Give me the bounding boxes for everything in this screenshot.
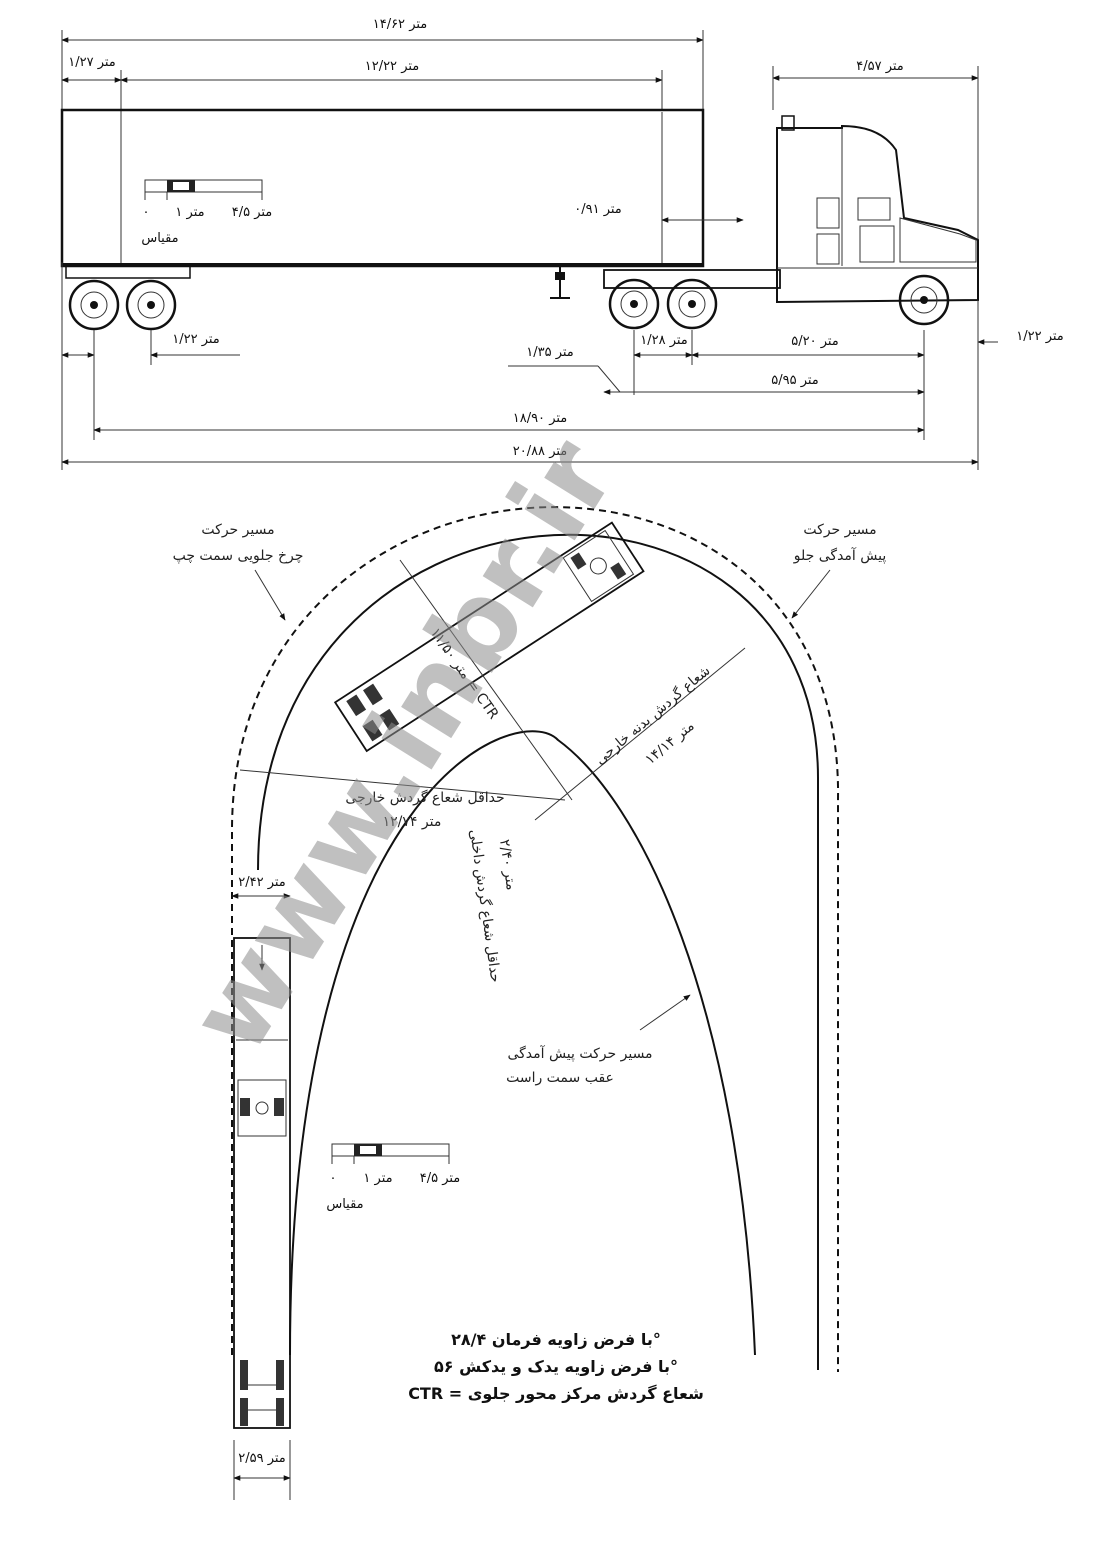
- dimension-rear-overhang: ۱/۲۲ متر: [61, 330, 240, 365]
- dimension-front-overhang: ۱/۲۷ متر: [61, 55, 122, 83]
- dimension-width-bottom: ۲/۵۹ متر: [233, 1440, 291, 1500]
- front-overhang-path-label-2: پیش آمدگی جلو: [793, 547, 887, 564]
- notes: با فرض زاویه فرمان ۲۸/۴° با فرض زاویه ید…: [408, 1330, 704, 1403]
- drive-wheel: [666, 278, 718, 330]
- dimension-label: ۱/۲۲ متر: [172, 332, 220, 347]
- tractor-cab: [776, 115, 979, 304]
- dimension-label: ۵/۲۰ متر: [791, 334, 839, 349]
- dimension-label: ۴/۵۷ متر: [856, 59, 904, 74]
- min-outer-radius-label-1: حداقل شعاع گردش خارجی: [345, 789, 504, 806]
- dimension-king-pin-gap: ۰/۹۱ متر: [574, 202, 744, 223]
- left-front-wheel-path: [257, 533, 820, 1370]
- scale-title: مقیاس: [326, 1197, 363, 1212]
- dimension-label: ۱/۲۸ متر: [640, 333, 688, 348]
- rear-overhang-path-label-2: عقب سمت راست: [506, 1070, 614, 1086]
- scale-bar-plan: ۰ ۱ متر ۴/۵ متر مقیاس: [326, 1143, 461, 1212]
- left-front-path-label-1: مسیر حرکت: [201, 522, 274, 538]
- min-inner-radius-label-2: ۲/۴۰ متر: [496, 838, 519, 891]
- dimension-label: ۱/۲۷ متر: [68, 55, 116, 70]
- dimension-label: ۱۲/۲۲ متر: [365, 59, 420, 74]
- scale-label-0: ۰: [143, 205, 150, 220]
- dimension-label: ۵/۹۵ متر: [771, 373, 819, 388]
- body-radius-line: [534, 647, 746, 821]
- outer-radius-line: [239, 769, 566, 801]
- note-articulation-angle: با فرض زاویه یدک و یدکش ۵۶°: [434, 1357, 678, 1376]
- dimension-total-wheelbase: ۱۸/۹۰ متر: [93, 330, 925, 440]
- scale-label-2: ۴/۵ متر: [420, 1171, 461, 1186]
- left-front-path-label-2: چرخ جلویی سمت چپ: [173, 548, 304, 564]
- dimension-tandem-spread: ۱/۳۵ متر: [508, 345, 621, 393]
- dimension-label: ۲/۵۹ متر: [238, 1451, 286, 1466]
- dimension-width-top: ۲/۴۲ متر: [231, 875, 291, 899]
- rear-overhang-path: [289, 730, 756, 1356]
- min-outer-radius-label-2: ۱۲/۷۴ متر: [383, 814, 442, 830]
- dimension-rear-front-overhang: ۱/۲۲ متر: [977, 329, 1064, 345]
- ctr-radius-line: [399, 559, 573, 801]
- scale-label-1: ۱ متر: [363, 1171, 392, 1186]
- wheels: [68, 274, 950, 331]
- watermark-text: www.inbr.ir: [166, 419, 640, 1074]
- trailer-wheel: [68, 279, 120, 331]
- rear-overhang-path-label-1: مسیر حرکت پیش آمدگی: [507, 1045, 652, 1062]
- front-overhang-path-label-1: مسیر حرکت: [803, 522, 876, 538]
- steer-wheel: [898, 274, 950, 326]
- dimension-trailer-box: ۱۲/۲۲ متر: [120, 59, 663, 260]
- dimension-trailer-overall: ۱۴/۶۲ متر: [61, 17, 704, 110]
- scale-bar-side: ۰ ۱ متر ۴/۵ متر مقیاس: [141, 179, 273, 246]
- dimension-overall-length: ۲۰/۸۸ متر: [61, 262, 979, 470]
- trailer-wheel: [125, 279, 177, 331]
- dimension-cab-length: ۴/۵۷ متر: [772, 59, 979, 240]
- vehicle-turned: [333, 521, 645, 753]
- trailer-box: [60, 108, 705, 268]
- scale-label-0: ۰: [330, 1171, 337, 1186]
- dimension-label: ۱/۳۵ متر: [526, 345, 574, 360]
- scale-title: مقیاس: [141, 231, 178, 246]
- dimension-label: ۱/۲۲ متر: [1016, 329, 1064, 344]
- note-steering-angle: با فرض زاویه فرمان ۲۸/۴°: [451, 1330, 661, 1349]
- scale-label-2: ۴/۵ متر: [232, 205, 273, 220]
- dimension-label: ۰/۹۱ متر: [574, 202, 622, 217]
- scale-label-1: ۱ متر: [175, 205, 204, 220]
- dimension-label: ۱۸/۹۰ متر: [513, 411, 568, 426]
- dimension-drive-axle-spread: ۱/۲۸ متر: [633, 330, 693, 395]
- dimension-label: ۲۰/۸۸ متر: [513, 444, 568, 459]
- dimension-kingpin-to-front: ۵/۹۵ متر: [603, 373, 925, 395]
- vehicle-straight: [233, 937, 291, 1429]
- dimension-label: ۲/۴۲ متر: [238, 875, 286, 890]
- side-view: ۱۴/۶۲ متر ۱۲/۲۲ متر ۱/۲۷ متر ۴/۵۷ متر ۰/…: [60, 17, 1064, 470]
- note-ctr-definition: CTR = شعاع گردش مرکز محور جلوی: [408, 1384, 704, 1403]
- dimension-tractor-wheelbase: ۵/۲۰ متر: [691, 330, 925, 440]
- dimension-label: ۱۴/۶۲ متر: [373, 17, 428, 32]
- drive-wheel: [608, 278, 660, 330]
